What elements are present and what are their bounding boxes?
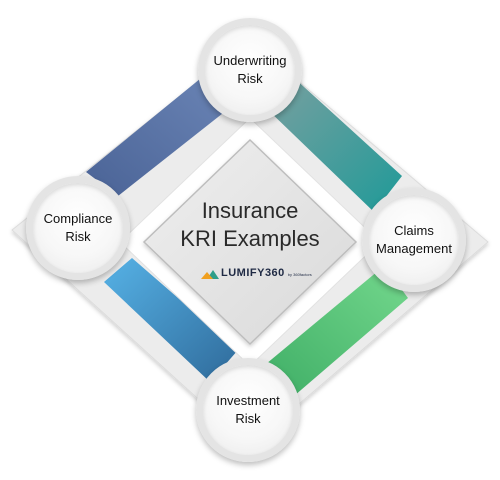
center-diamond (142, 138, 358, 346)
band-top-left (86, 74, 232, 196)
brand-logo: LUMIFY360 by 360factors (196, 267, 312, 279)
band-bottom-left (104, 258, 238, 382)
node-underwriting-risk: Underwriting Risk (198, 18, 302, 122)
lumify-logo-icon (201, 270, 219, 279)
node-claims-management: Claims Management (362, 188, 466, 292)
node-investment-risk: Investment Risk (196, 358, 300, 462)
node-label: Investment Risk (216, 393, 280, 426)
band-bottom-right (266, 266, 408, 396)
node-compliance-risk: Compliance Risk (26, 176, 130, 280)
node-label: Claims Management (376, 223, 452, 256)
logo-subtext: by 360factors (287, 272, 312, 277)
center-title: Insurance KRI Examples (180, 198, 320, 251)
band-top-right (266, 76, 402, 212)
node-label: Compliance Risk (43, 211, 113, 244)
logo-wordmark: LUMIFY360 (221, 267, 285, 279)
node-label: Underwriting Risk (213, 53, 287, 86)
